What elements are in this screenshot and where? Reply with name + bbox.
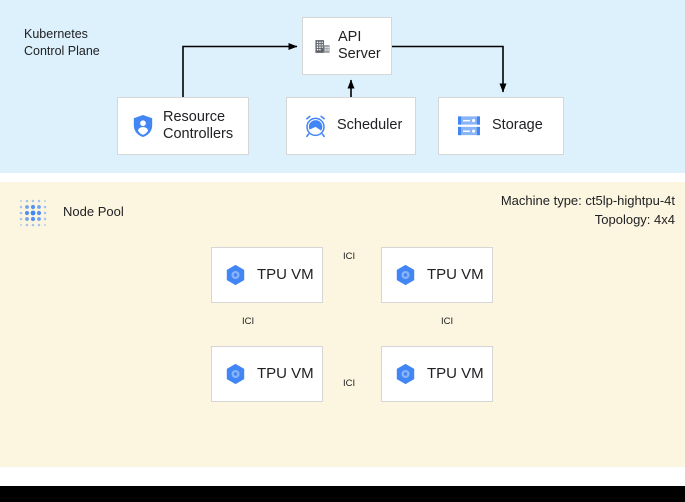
ici-label-top: ICI [343,251,356,262]
ici-label-right: ICI [441,316,454,327]
node-label: TPU VM [257,365,314,383]
alarm-clock-icon [304,115,327,138]
node-pool-title: Node Pool [63,204,124,219]
node-tpu-vm-3[interactable]: TPU VM [211,346,323,402]
tpu-chip-icon [395,264,416,286]
tpu-chip-icon [225,264,246,286]
node-label: TPU VM [427,365,484,383]
node-label: TPU VM [427,266,484,284]
ici-label-bottom: ICI [343,378,356,389]
node-pool-panel [0,182,685,467]
node-storage[interactable]: Storage [438,97,564,155]
topology-text: Topology: 4x4 [594,211,675,227]
node-label: API Server [338,28,381,62]
tpu-chip-icon [395,363,416,385]
node-label: Resource Controllers [163,108,234,142]
node-label: Storage [492,117,543,134]
ici-label-left: ICI [242,316,255,327]
server-stack-icon [457,115,481,137]
machine-type-text: Machine type: ct5lp-hightpu-4t [500,193,675,208]
shield-user-icon [132,114,154,138]
node-tpu-vm-4[interactable]: TPU VM [381,346,493,402]
machine-metadata: Machine type: ct5lp-hightpu-4t Topology:… [501,192,675,230]
node-resource-controllers[interactable]: Resource Controllers [117,97,249,155]
dot-grid-icon [15,195,51,231]
node-label: Scheduler [337,117,403,134]
control-plane-title: Kubernetes Control Plane [24,27,100,58]
node-tpu-vm-1[interactable]: TPU VM [211,247,323,303]
building-icon [314,38,331,55]
node-api-server[interactable]: API Server [302,17,392,75]
tpu-chip-icon [225,363,246,385]
node-tpu-vm-2[interactable]: TPU VM [381,247,493,303]
bottom-bar [0,486,685,502]
node-scheduler[interactable]: Scheduler [286,97,416,155]
node-label: TPU VM [257,266,314,284]
